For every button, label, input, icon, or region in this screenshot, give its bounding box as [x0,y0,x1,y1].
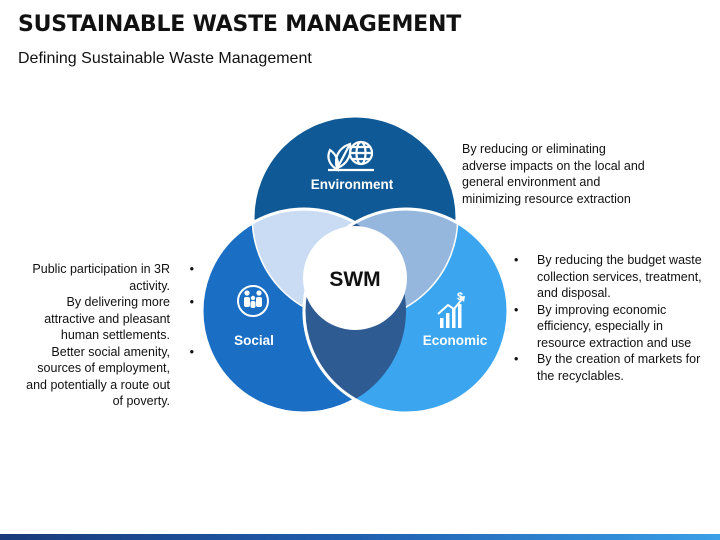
environment-text-line: minimizing resource extraction [462,191,631,206]
bottom-accent-bar [0,534,720,540]
leaf-globe-icon [327,140,374,172]
social-description: Public participation in 3R activity. By … [20,261,196,410]
environment-text-line: By reducing or eliminating [462,142,606,156]
social-point: Public participation in 3R activity. [20,261,196,294]
social-point: Better social amenity, sources of employ… [20,344,196,410]
social-label: Social [234,333,274,348]
growth-chart-icon: $ [437,291,465,328]
page-subtitle: Defining Sustainable Waste Management [18,50,312,67]
environment-text-line: adverse impacts on the local and [462,158,645,173]
svg-text:$: $ [457,291,463,303]
environment-label: Environment [311,177,394,192]
center-circle [303,226,407,330]
center-label: SWM [329,268,380,291]
environment-text-line: general environment and [462,175,601,189]
economic-point: By the creation of markets for the recyc… [512,351,712,384]
environment-description: By reducing or eliminating adverse impac… [462,141,712,207]
economic-label: Economic [423,333,488,348]
people-icon [237,285,269,317]
economic-description: By reducing the budget waste collection … [512,252,712,384]
page-title: SUSTAINABLE WASTE MANAGEMENT [18,12,462,37]
social-point: By delivering more attractive and pleasa… [20,294,196,344]
economic-point: By reducing the budget waste collection … [512,252,712,302]
economic-point: By improving economic efficiency, especi… [512,302,712,352]
